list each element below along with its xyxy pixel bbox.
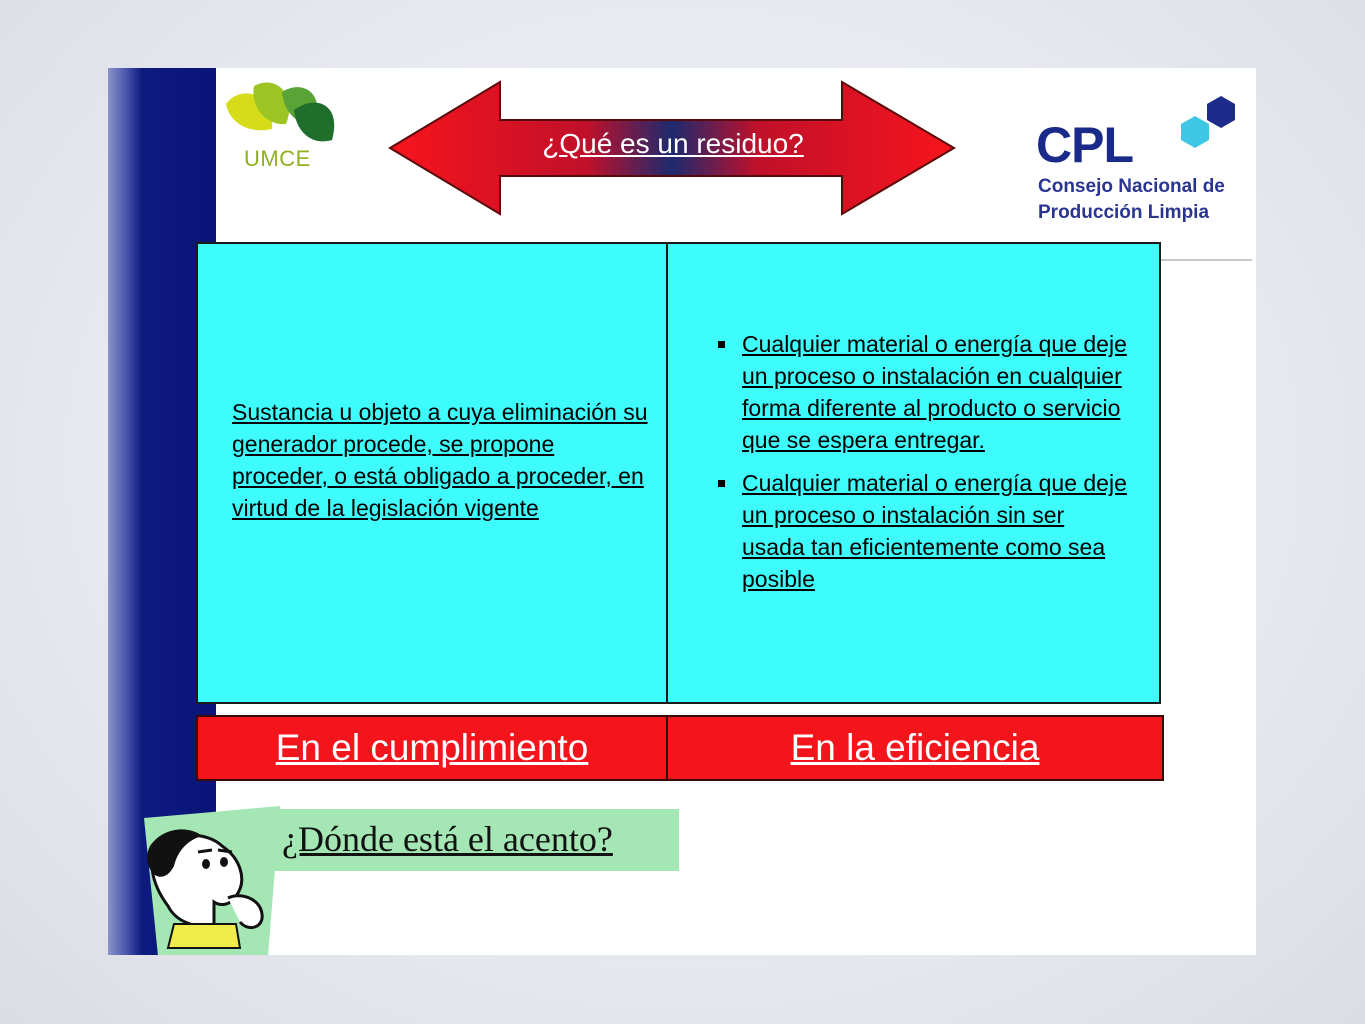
bullet-square-icon <box>718 341 725 348</box>
leaf-logo-icon <box>226 82 335 142</box>
bullet-text: Cualquier material o energía que deje un… <box>742 331 1127 453</box>
question-text: ¿Dónde está el acento? <box>282 819 613 859</box>
hexagon-logo-icon <box>1181 96 1235 148</box>
cpl-line-2: Producción Limpia <box>1038 202 1210 223</box>
definition-panel-right: Cualquier material o energía que deje un… <box>666 242 1161 704</box>
umce-logo-text: UMCE <box>244 146 311 171</box>
cpl-logo-subtitle: Consejo Nacional de Producción Limpia <box>1038 174 1225 226</box>
bullet-item: Cualquier material o energía que deje un… <box>718 328 1128 456</box>
label-cumplimiento: En el cumplimiento <box>196 715 668 781</box>
thinking-man-icon <box>144 806 280 955</box>
label-eficiencia: En la eficiencia <box>666 715 1164 781</box>
slide: UMCE ¿Qué es un residuo? CPL Consejo Nac… <box>108 68 1256 955</box>
definition-panel-left: Sustancia u objeto a cuya eliminación su… <box>196 242 668 704</box>
page-title: ¿Qué es un residuo? <box>542 128 804 159</box>
cpl-logo-letters: CPL <box>1036 117 1134 173</box>
question-box <box>273 809 679 871</box>
bullet-item: Cualquier material o energía que deje un… <box>718 467 1128 595</box>
cpl-line-1: Consejo Nacional de <box>1038 176 1225 197</box>
definition-bullets: Cualquier material o energía que deje un… <box>718 328 1128 606</box>
double-arrow-icon <box>388 80 956 216</box>
definition-text: Sustancia u objeto a cuya eliminación su… <box>232 399 648 521</box>
bullet-square-icon <box>718 480 725 487</box>
bullet-text: Cualquier material o energía que deje un… <box>742 470 1127 592</box>
